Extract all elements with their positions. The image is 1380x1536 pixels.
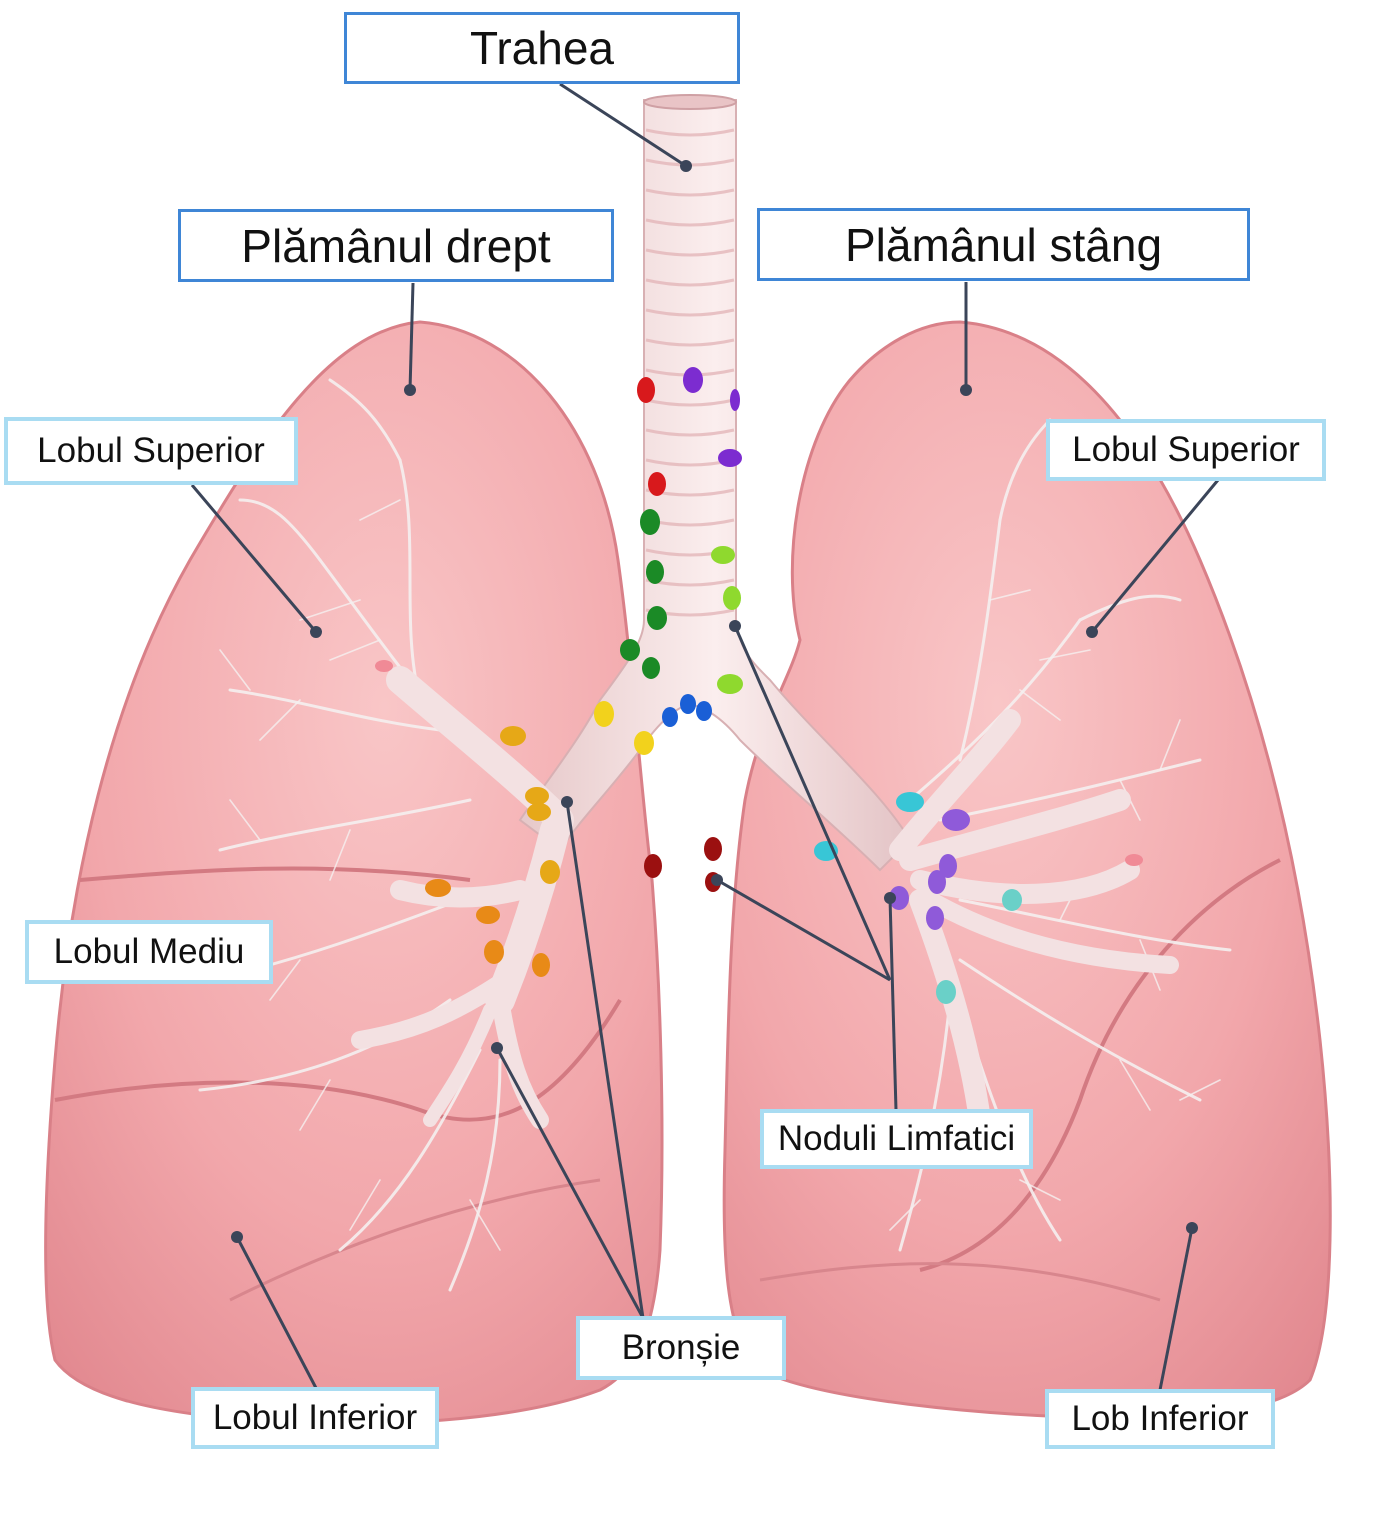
label-right-lung: Plămânul drept	[178, 209, 614, 282]
right-oblique-fissure	[54, 998, 622, 1122]
label-trachea: Trahea	[344, 12, 740, 84]
lymph-nodes	[425, 367, 1022, 1004]
label-left-upper-lobe: Lobul Superior	[1046, 419, 1326, 481]
bronchial-tree	[198, 378, 1232, 1292]
left-oblique-fissure	[919, 858, 1281, 1272]
label-bronchus: Bronșie	[576, 1316, 786, 1380]
left-lower-lobe-base	[759, 1262, 1161, 1302]
left-lung	[722, 320, 1332, 1420]
left-bronchus-opening	[1125, 854, 1143, 866]
right-bronchus-opening	[375, 660, 393, 672]
right-lower-lobe-base	[229, 1178, 601, 1302]
label-right-middle-lobe: Lobul Mediu	[25, 920, 273, 984]
label-right-upper-lobe: Lobul Superior	[4, 417, 298, 485]
label-left-lower-lobe: Lob Inferior	[1045, 1389, 1275, 1449]
left-bronchus	[889, 709, 1179, 1131]
label-left-lung: Plămânul stâng	[757, 208, 1250, 281]
right-lung	[44, 320, 664, 1426]
label-lymph-nodes: Noduli Limfatici	[760, 1109, 1033, 1169]
trachea-opening	[643, 94, 737, 110]
label-right-lower-lobe: Lobul Inferior	[191, 1387, 439, 1449]
right-horizontal-fissure	[79, 866, 471, 882]
leader-dots	[231, 160, 1198, 1243]
leader-lines	[190, 82, 1220, 1391]
